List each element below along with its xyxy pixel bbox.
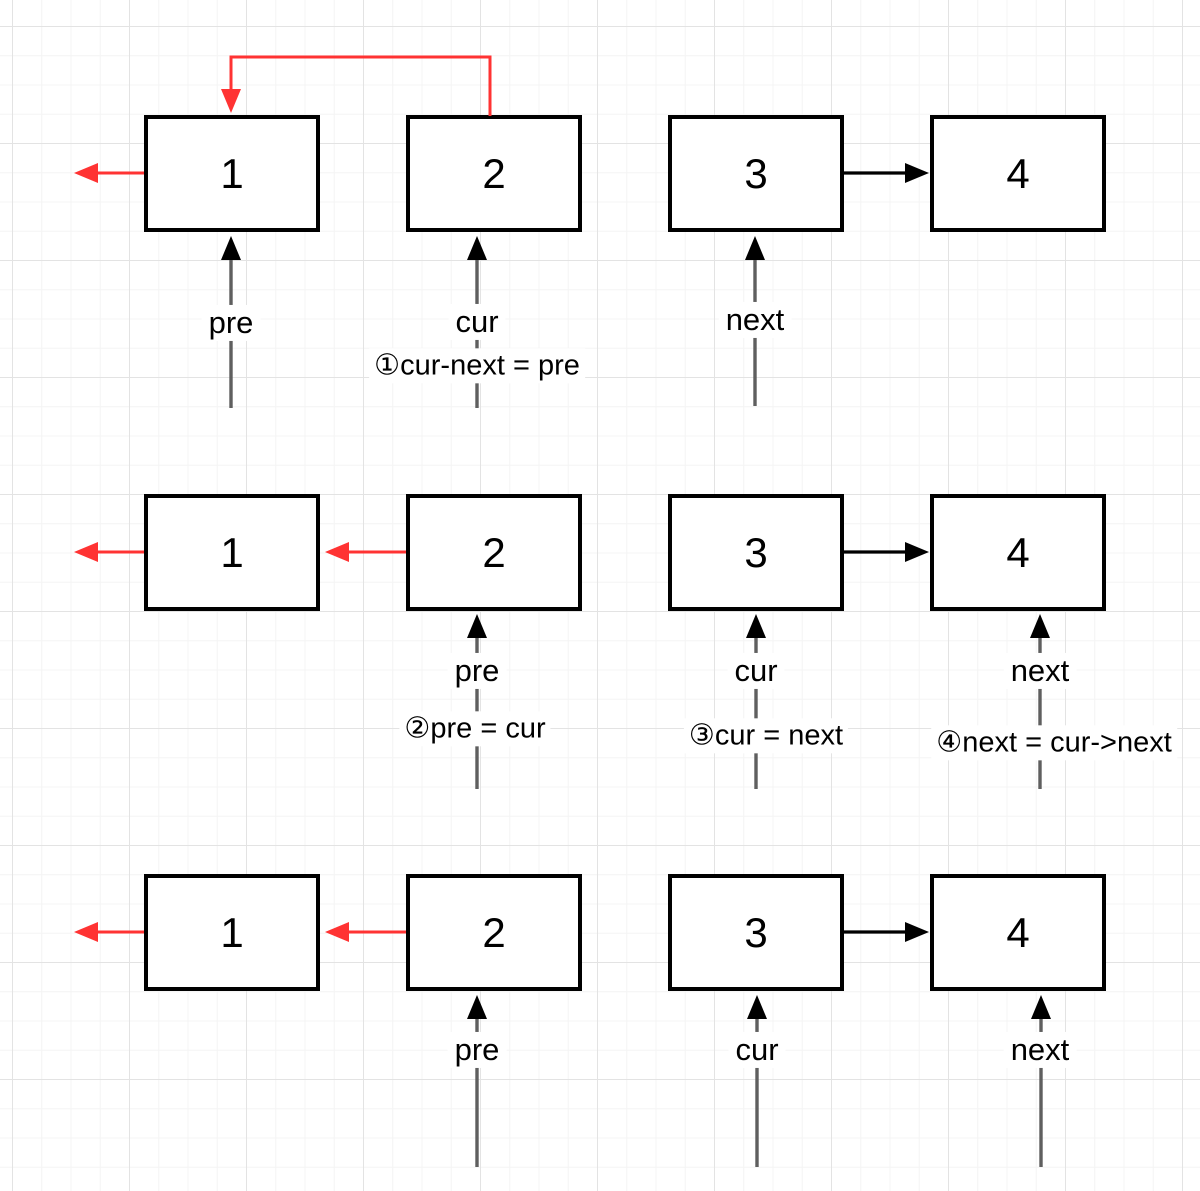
node-value: 1 bbox=[220, 908, 244, 956]
row1-node-1: 1 bbox=[144, 115, 320, 232]
node-value: 3 bbox=[744, 528, 768, 576]
row1-next-label: next bbox=[718, 301, 792, 339]
node-value: 3 bbox=[744, 908, 768, 956]
row3-node-4: 4 bbox=[930, 874, 1106, 991]
row3-node-1: 1 bbox=[144, 874, 320, 991]
row2-node-3: 3 bbox=[668, 494, 844, 611]
row3-pre-label: pre bbox=[447, 1031, 507, 1069]
row2-annotation-step3: ③cur = next bbox=[683, 718, 849, 754]
row2-annotation-step2: ②pre = cur bbox=[399, 711, 551, 747]
row3-node-2: 2 bbox=[406, 874, 582, 991]
node-value: 2 bbox=[482, 528, 506, 576]
row2-annotation-step4: ④next = cur->next bbox=[931, 725, 1177, 761]
node-value: 4 bbox=[1006, 908, 1030, 956]
row2-node-4: 4 bbox=[930, 494, 1106, 611]
node-value: 2 bbox=[482, 908, 506, 956]
row2-node-2: 2 bbox=[406, 494, 582, 611]
row1-annotation-step1: ①cur-next = pre bbox=[369, 348, 585, 384]
row2-cur-label: cur bbox=[727, 652, 785, 690]
row2-pre-label: pre bbox=[447, 652, 507, 690]
node-value: 2 bbox=[482, 149, 506, 197]
row2-next-label: next bbox=[1003, 652, 1077, 690]
node-value: 4 bbox=[1006, 528, 1030, 576]
row1-node-2: 2 bbox=[406, 115, 582, 232]
row3-cur-label: cur bbox=[728, 1031, 786, 1069]
node-value: 1 bbox=[220, 528, 244, 576]
row1-red-loop-arrow-node2-to-node1 bbox=[221, 55, 492, 116]
row1-pre-label: pre bbox=[201, 304, 261, 342]
node-value: 4 bbox=[1006, 149, 1030, 197]
row1-node-4: 4 bbox=[930, 115, 1106, 232]
row1-node-3: 3 bbox=[668, 115, 844, 232]
row3-node-3: 3 bbox=[668, 874, 844, 991]
row1-cur-label: cur bbox=[448, 303, 506, 341]
node-value: 1 bbox=[220, 149, 244, 197]
node-value: 3 bbox=[744, 149, 768, 197]
row2-node-1: 1 bbox=[144, 494, 320, 611]
row3-next-label: next bbox=[1003, 1031, 1077, 1069]
